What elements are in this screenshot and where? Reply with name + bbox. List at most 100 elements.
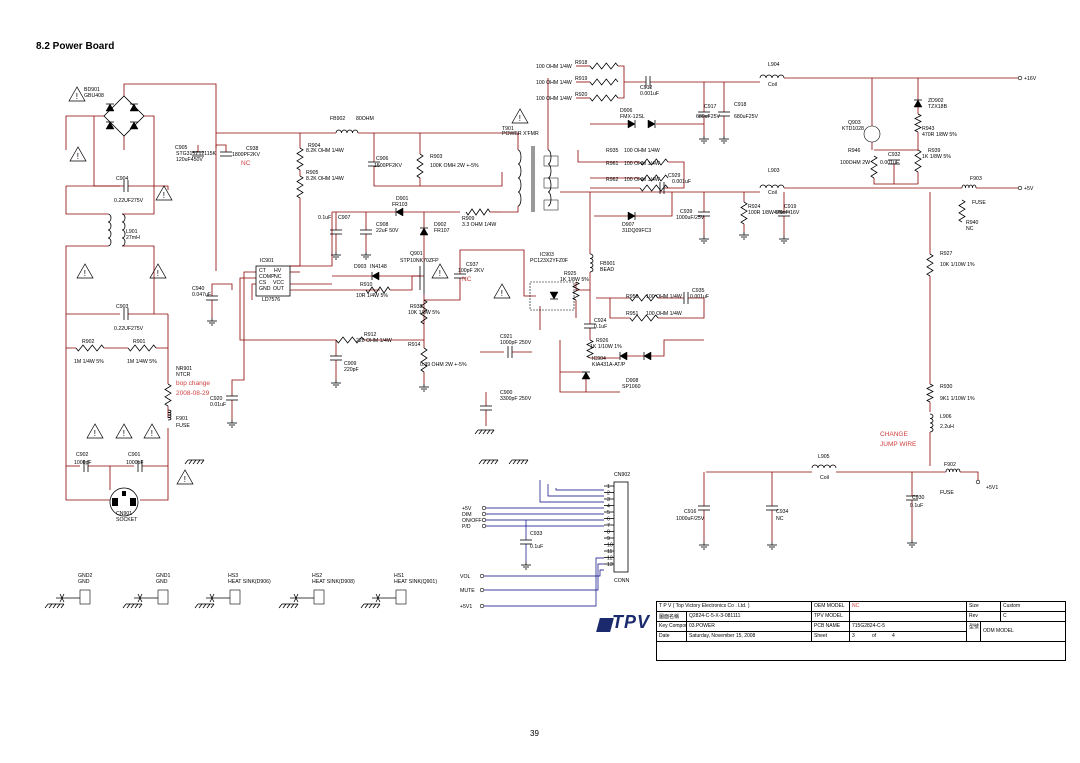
- label-plus5v: +5V: [1024, 186, 1034, 192]
- wire: [142, 428, 169, 467]
- wire: [215, 144, 227, 152]
- page-title: 8.2 Power Board: [36, 41, 115, 52]
- label-c905v2: 120uF450V: [176, 157, 203, 163]
- label-c903v: 0.22UF275V: [114, 326, 144, 332]
- label-c904: C904: [116, 176, 129, 182]
- diode-d903: [371, 271, 380, 281]
- bridge-diode: [105, 103, 115, 112]
- title-block: T P V ( Top Victory Electronics Co . Ltd…: [656, 601, 1066, 661]
- label-r910: R910: [360, 282, 373, 288]
- wire: [502, 206, 519, 213]
- warning-icon-t901: [511, 108, 529, 124]
- chassis-ground-icon-c900: [474, 429, 479, 435]
- resistor-r925: [572, 281, 580, 301]
- label-coil3: Coil: [820, 475, 829, 481]
- coil-l901: [107, 213, 112, 247]
- label-r901: R901: [133, 339, 146, 345]
- label-hs3: HS3: [228, 573, 238, 579]
- label-c939v: 1000uF/25V: [676, 215, 705, 221]
- label-r935v: 100 OHM 1/4W: [624, 148, 660, 154]
- heatsink-icon: [313, 589, 325, 605]
- terminal-5v: [1017, 185, 1023, 191]
- warning-icon-c905: [69, 146, 87, 162]
- label-r961: R961: [606, 161, 619, 167]
- label-c901: C901: [128, 452, 141, 458]
- label-r912: R912: [364, 332, 377, 338]
- tb-date-label: Date: [657, 632, 687, 642]
- label-r962: R962: [606, 177, 619, 183]
- wire: [651, 339, 704, 357]
- fuse-f902: [945, 468, 961, 473]
- label-note1: bop change: [176, 380, 210, 387]
- label-c937v: 100pF 2KV: [458, 268, 484, 274]
- warning-icon-f901b: !: [123, 429, 125, 438]
- label-ic901p8: OUT: [273, 286, 285, 292]
- label-r927v: 10K 1/10W 1%: [940, 262, 975, 268]
- label-ic901p5: HV: [274, 268, 282, 274]
- chassis-ground-icon-hs: [282, 603, 287, 609]
- wire: [128, 185, 169, 190]
- connector-pin-number: 13: [607, 562, 613, 568]
- warning-icon-bd901: !: [76, 92, 78, 101]
- label-nr901: NR901: [176, 366, 192, 372]
- resistor-r902: [75, 344, 105, 352]
- tb-odm-label: ODM MODEL: [981, 622, 1065, 642]
- label-r925v: 1K 1/8W 5%: [560, 277, 589, 283]
- resistor-r951: [629, 314, 659, 322]
- heatsink-icon: [137, 593, 143, 603]
- warning-icon-c905: !: [77, 152, 79, 161]
- bus-wire: [547, 484, 604, 497]
- label-r904: R904: [308, 143, 321, 149]
- label-r940v: NC: [966, 226, 974, 232]
- wire: [960, 471, 979, 480]
- warning-icon-socket: [176, 469, 194, 485]
- connector-pin-number: 4: [607, 504, 610, 510]
- terminal-onoff: [481, 517, 487, 523]
- label-c900: C900: [500, 390, 513, 396]
- label-c919: C919: [784, 204, 797, 210]
- heatsink-icon: [209, 593, 215, 603]
- label-bd901: BD901: [84, 87, 100, 93]
- wire: [123, 83, 217, 271]
- chassis-ground-icon-hs: [126, 603, 131, 609]
- bridge-diode: [105, 121, 115, 130]
- label-d903: D903: [354, 264, 367, 270]
- label-c912v: 0.001uF: [640, 91, 659, 97]
- warning-icon-c937: [431, 263, 449, 279]
- label-s5v1: +5V1: [460, 604, 472, 610]
- label-plus5v1: +5V1: [986, 485, 998, 491]
- chassis-ground-icon-hs: [198, 603, 203, 609]
- label-c904v: 0.22UF275V: [114, 198, 144, 204]
- label-conn: CONN: [614, 578, 630, 584]
- coil-l903: [759, 184, 785, 189]
- label-t901v: POWER X'FMR: [502, 131, 539, 137]
- bead-fb902: [335, 129, 359, 134]
- label-r943: R943: [922, 126, 935, 132]
- connector-pin-number: 3: [607, 497, 610, 503]
- chassis-ground-icon-hs: [206, 603, 211, 609]
- label-f903: F903: [970, 176, 982, 182]
- label-ic901p7: VCC: [273, 280, 284, 286]
- diode-d907: [627, 211, 636, 221]
- chassis-ground-icon-hs: [52, 603, 57, 609]
- label-c917v: 680uF25V: [696, 114, 720, 120]
- chassis-ground-icon-a: [494, 459, 499, 465]
- tb-cn-label: 圖面名稱: [657, 612, 687, 622]
- connector-pin-number: 6: [607, 517, 610, 523]
- resistor-r910: [365, 286, 391, 294]
- label-q901: Q901: [410, 251, 423, 257]
- label-r902v: 1M 1/4W 5%: [74, 359, 104, 365]
- label-c905: C905: [175, 145, 188, 151]
- label-c933v: 0.1uF: [530, 544, 543, 550]
- label-gnd1: GND1: [156, 573, 171, 579]
- label-c937: C937: [466, 262, 479, 268]
- label-d906: D906: [620, 108, 633, 114]
- warning-icon-socket: !: [184, 475, 186, 484]
- diode-d906: [627, 119, 636, 129]
- label-ic903: IC903: [540, 252, 554, 258]
- label-onoff: ON/OFF: [462, 518, 482, 524]
- tb-of-value: 4: [890, 632, 967, 642]
- label-c902v: 1000pF: [74, 460, 92, 466]
- terminal-s5v1: [479, 603, 485, 609]
- warning-icon-bd901: [68, 86, 86, 102]
